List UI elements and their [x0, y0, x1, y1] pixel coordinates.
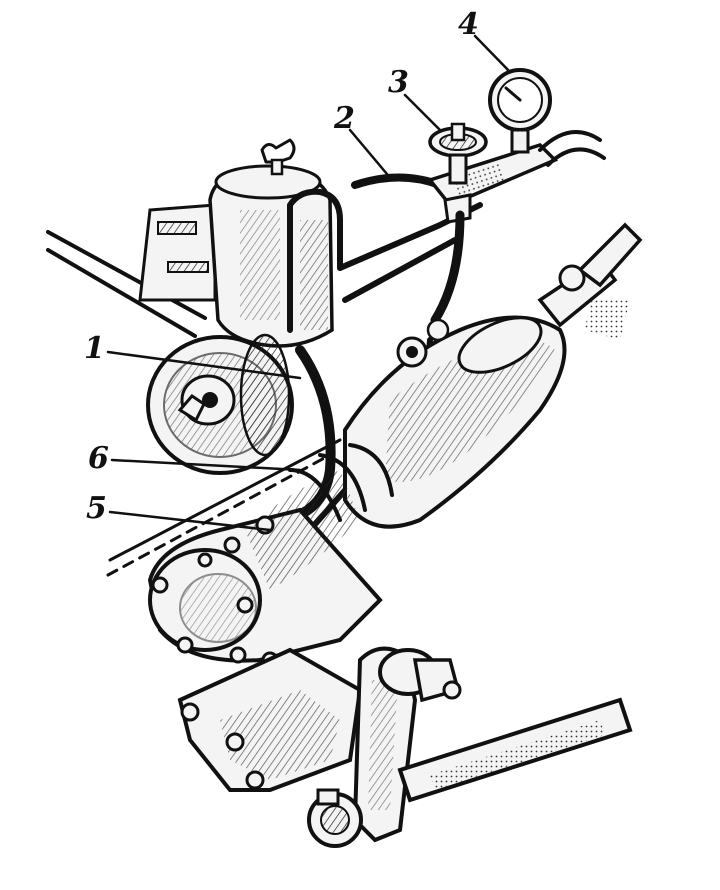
wing-nut-icon: [260, 138, 296, 176]
callout-6: 6: [88, 441, 109, 476]
callout-5: 5: [86, 491, 107, 526]
callout-3: 3: [388, 65, 409, 100]
pressure-hose-2: [351, 173, 444, 189]
power-cylinder: [343, 315, 567, 529]
callout-1: 1: [84, 331, 105, 366]
ball-joint: [307, 788, 363, 848]
callout-4: 4: [458, 7, 479, 42]
valve-block: [427, 143, 559, 224]
drag-link: [537, 222, 643, 340]
handwheel-valve: [428, 122, 488, 185]
chassis-rail: [106, 438, 342, 577]
pressure-gauge: [488, 68, 552, 154]
steering-gear-housing: [147, 443, 394, 669]
hose-to-valve: [430, 210, 465, 325]
pump-bracket: [138, 203, 217, 302]
supply-pipe-right: [538, 130, 606, 167]
leader-lines: [106, 34, 512, 532]
frame-bracket: [177, 647, 363, 792]
oil-reservoir: [208, 164, 334, 348]
pump-pulley: [146, 333, 294, 475]
tie-rod: [397, 697, 633, 803]
pitman-arm: [352, 646, 462, 843]
callout-2: 2: [333, 101, 355, 136]
